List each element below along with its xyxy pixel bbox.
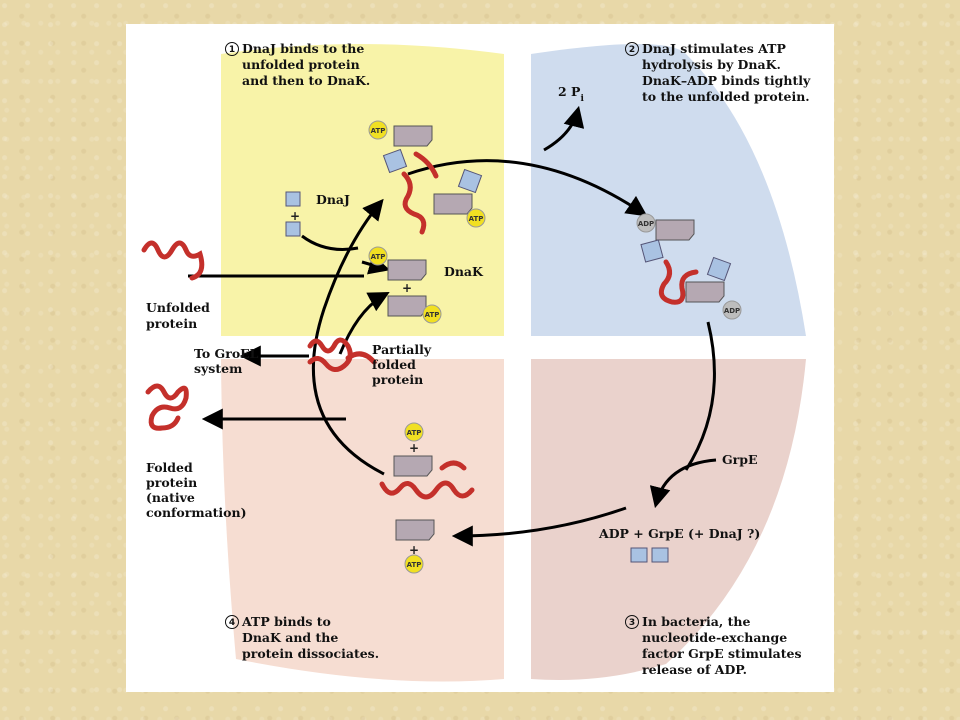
arrow-q2-to-q3 <box>684 321 716 471</box>
step-1-line-3: and then to DnaK. <box>242 73 370 88</box>
quadrant-1 <box>221 44 504 336</box>
partially-label-1: Partially <box>372 342 432 357</box>
atp-label: ATP <box>469 215 484 223</box>
dnaj-released <box>630 547 648 563</box>
arrow-dnaj-in <box>301 234 359 251</box>
arrow-pi-release <box>543 105 585 152</box>
release-label: ADP + GrpE (+ DnaJ ?) <box>598 526 760 541</box>
plus-sign: + <box>409 543 419 557</box>
arrow-q1-to-q2 <box>407 159 648 217</box>
quadrant-2 <box>531 44 806 336</box>
folded-label-3: (native <box>146 490 195 505</box>
step-2-caption: 2 DnaJ stimulates ATP hydrolysis by DnaK… <box>625 41 811 104</box>
step-2-number: 2 <box>629 45 635 55</box>
atp-label: ATP <box>425 311 440 319</box>
grpe-label: GrpE <box>722 452 758 467</box>
step-4-number: 4 <box>229 618 235 628</box>
dnak-label: DnaK <box>444 264 484 279</box>
dnak-adp-complex: ADP ADP <box>636 213 742 320</box>
unfolded-label-2: protein <box>146 316 197 331</box>
step-3-line-4: release of ADP. <box>642 662 747 677</box>
folded-protein: Folded protein (native conformation) <box>145 383 247 520</box>
step-1-line-2: unfolded protein <box>242 57 360 72</box>
adp-label: ADP <box>724 307 740 315</box>
atp-label: ATP <box>407 561 422 569</box>
step-4-line-1: ATP binds to <box>241 614 331 629</box>
partially-label-2: folded <box>372 357 416 372</box>
dnak-cycle-diagram: 1 DnaJ binds to the unfolded protein and… <box>141 41 811 682</box>
step-2-line-3: DnaK–ADP binds tightly <box>642 73 811 88</box>
step-2-line-2: hydrolysis by DnaK. <box>642 57 781 72</box>
step-3-line-2: nucleotide-exchange <box>642 630 787 645</box>
quadrant-4 <box>221 359 504 682</box>
unfolded-protein: Unfolded protein <box>141 240 210 331</box>
step-1-caption: 1 DnaJ binds to the unfolded protein and… <box>225 41 370 88</box>
step-1-line-1: DnaJ binds to the <box>242 41 364 56</box>
step-3-number: 3 <box>629 618 635 628</box>
partially-folded-protein: Partially folded protein To GroEL system <box>194 337 432 387</box>
plus-sign: + <box>402 281 412 295</box>
atp-dnak-dissociation: ATP + + ATP <box>379 422 475 574</box>
step-3-line-1: In bacteria, the <box>642 614 750 629</box>
step-2-line-1: DnaJ stimulates ATP <box>642 41 786 56</box>
folded-label-2: protein <box>146 475 197 490</box>
step-3-caption: 3 In bacteria, the nucleotide-exchange f… <box>625 614 802 677</box>
dnaj-dnak-atp-complex: ATP ATP <box>368 120 486 235</box>
dnaj-legend: + DnaJ <box>285 191 350 237</box>
pi-label: 2 Pi <box>558 84 584 104</box>
groel-label-2: system <box>194 361 242 376</box>
adp-label: ADP <box>638 220 654 228</box>
phosphate-release: 2 Pi <box>558 84 584 104</box>
step-2-line-4: to the unfolded protein. <box>642 89 810 104</box>
quadrant-3 <box>531 359 806 680</box>
dnaj-released <box>651 547 669 563</box>
plus-sign: + <box>409 441 419 455</box>
arrow-dnak-atp-in <box>361 254 391 275</box>
arrow-grpe-in <box>649 458 717 509</box>
step-4-caption: 4 ATP binds to DnaK and the protein diss… <box>225 614 379 661</box>
diagram-panel: 1 DnaJ binds to the unfolded protein and… <box>126 24 834 692</box>
partially-label-3: protein <box>372 372 423 387</box>
cycle-arrows <box>188 105 717 547</box>
folded-label-1: Folded <box>146 460 193 475</box>
atp-label: ATP <box>407 429 422 437</box>
dnaj-label: DnaJ <box>316 192 350 207</box>
groel-label-1: To GroEL <box>194 346 259 361</box>
step-1-number: 1 <box>229 45 235 55</box>
arrow-q3-to-q4 <box>451 506 627 547</box>
step-4-line-3: protein dissociates. <box>242 646 379 661</box>
arrow-dnak-branch <box>338 292 390 355</box>
atp-label: ATP <box>371 127 386 135</box>
step-4-line-2: DnaK and the <box>242 630 338 645</box>
dnak-legend: ATP + ATP DnaK <box>368 246 484 324</box>
step-3-line-3: factor GrpE stimulates <box>642 646 802 661</box>
folded-label-4: conformation) <box>146 505 247 520</box>
atp-label: ATP <box>371 253 386 261</box>
unfolded-label-1: Unfolded <box>146 300 210 315</box>
plus-sign: + <box>290 209 300 223</box>
arrow-q4-to-q1 <box>311 198 385 476</box>
